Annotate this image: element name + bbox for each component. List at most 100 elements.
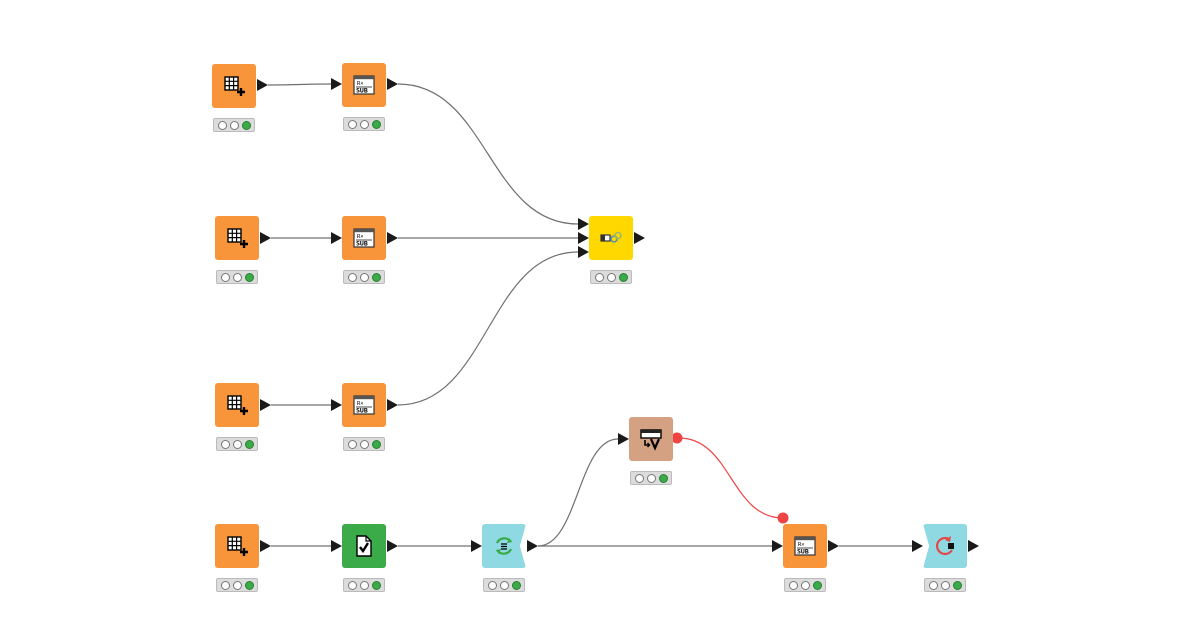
output-port[interactable]	[634, 232, 645, 244]
node-checker[interactable]	[342, 524, 386, 568]
status-light-green	[244, 439, 254, 449]
table-plus-icon	[225, 393, 249, 417]
status-light-off	[217, 120, 227, 130]
input-port[interactable]	[471, 540, 482, 552]
status-light-green	[658, 473, 668, 483]
status-light-green	[244, 580, 254, 590]
data-connection[interactable]	[267, 83, 332, 86]
status-light-green	[371, 439, 381, 449]
node-row-filter[interactable]: R×SUB	[783, 524, 827, 568]
status-light-off	[347, 119, 357, 129]
status-light-green	[952, 580, 962, 590]
node-status-indicator	[343, 578, 385, 592]
input-port[interactable]	[331, 232, 342, 244]
status-light-off	[229, 120, 239, 130]
status-light-off	[499, 580, 509, 590]
node-row-filter[interactable]: R×SUB	[342, 383, 386, 427]
table-sub-icon: R×SUB	[352, 393, 376, 417]
status-light-off	[232, 439, 242, 449]
status-light-off	[347, 272, 357, 282]
node-status-indicator	[216, 437, 258, 451]
status-light-off	[232, 272, 242, 282]
output-port[interactable]	[387, 399, 398, 411]
svg-text:R×: R×	[357, 401, 364, 407]
data-connection[interactable]	[397, 83, 579, 225]
node-row-filter[interactable]: R×SUB	[342, 216, 386, 260]
status-light-off	[347, 439, 357, 449]
svg-text:SUB: SUB	[356, 240, 368, 248]
status-light-off	[359, 439, 369, 449]
output-port[interactable]	[260, 232, 271, 244]
node-status-indicator	[924, 578, 966, 592]
node-status-indicator	[343, 437, 385, 451]
status-light-off	[788, 580, 798, 590]
flow-variable-connection[interactable]	[678, 437, 784, 519]
status-light-off	[940, 580, 950, 590]
status-light-green	[618, 272, 628, 282]
status-light-off	[359, 272, 369, 282]
output-port[interactable]	[387, 540, 398, 552]
node-joiner[interactable]	[589, 216, 633, 260]
svg-text:SUB: SUB	[797, 548, 809, 556]
svg-text:R×: R×	[357, 81, 364, 87]
data-connection[interactable]	[537, 438, 619, 547]
status-light-off	[606, 272, 616, 282]
flow-variable-port[interactable]	[671, 432, 683, 444]
table-sub-icon: R×SUB	[352, 226, 376, 250]
node-row-filter[interactable]: R×SUB	[342, 63, 386, 107]
output-port[interactable]	[968, 540, 979, 552]
output-port[interactable]	[527, 540, 538, 552]
input-port[interactable]	[772, 540, 783, 552]
node-loop-start[interactable]	[482, 524, 526, 568]
node-status-indicator	[216, 578, 258, 592]
input-port[interactable]	[578, 218, 589, 230]
input-port[interactable]	[912, 540, 923, 552]
flow-variable-port[interactable]	[777, 512, 789, 524]
status-light-off	[928, 580, 938, 590]
node-status-indicator	[343, 270, 385, 284]
svg-text:R×: R×	[798, 542, 805, 548]
status-light-off	[220, 580, 230, 590]
output-port[interactable]	[387, 232, 398, 244]
loop-end-icon	[933, 534, 957, 558]
status-light-off	[634, 473, 644, 483]
input-port[interactable]	[618, 433, 629, 445]
input-port[interactable]	[331, 540, 342, 552]
output-port[interactable]	[260, 399, 271, 411]
node-status-indicator	[213, 118, 255, 132]
output-port[interactable]	[387, 78, 398, 90]
status-light-off	[646, 473, 656, 483]
table-sub-icon: R×SUB	[793, 534, 817, 558]
status-light-green	[241, 120, 251, 130]
node-table-to-variable[interactable]	[629, 417, 673, 461]
node-table-creator[interactable]	[215, 524, 259, 568]
data-connection[interactable]	[397, 251, 579, 406]
output-port[interactable]	[828, 540, 839, 552]
node-table-creator[interactable]	[215, 216, 259, 260]
status-light-green	[812, 580, 822, 590]
node-status-indicator	[216, 270, 258, 284]
output-port[interactable]	[257, 79, 268, 91]
output-port[interactable]	[260, 540, 271, 552]
status-light-off	[347, 580, 357, 590]
input-port[interactable]	[578, 246, 589, 258]
svg-text:SUB: SUB	[356, 407, 368, 415]
svg-text:SUB: SUB	[356, 87, 368, 95]
node-table-creator[interactable]	[215, 383, 259, 427]
status-light-off	[232, 580, 242, 590]
input-port[interactable]	[331, 399, 342, 411]
input-port[interactable]	[331, 78, 342, 90]
node-status-indicator	[590, 270, 632, 284]
status-light-green	[244, 272, 254, 282]
document-check-icon	[352, 534, 376, 558]
status-light-green	[511, 580, 521, 590]
node-status-indicator	[784, 578, 826, 592]
input-port[interactable]	[578, 232, 589, 244]
status-light-off	[594, 272, 604, 282]
node-table-creator[interactable]	[212, 64, 256, 108]
status-light-green	[371, 580, 381, 590]
loop-start-icon	[492, 534, 516, 558]
node-loop-end[interactable]	[923, 524, 967, 568]
